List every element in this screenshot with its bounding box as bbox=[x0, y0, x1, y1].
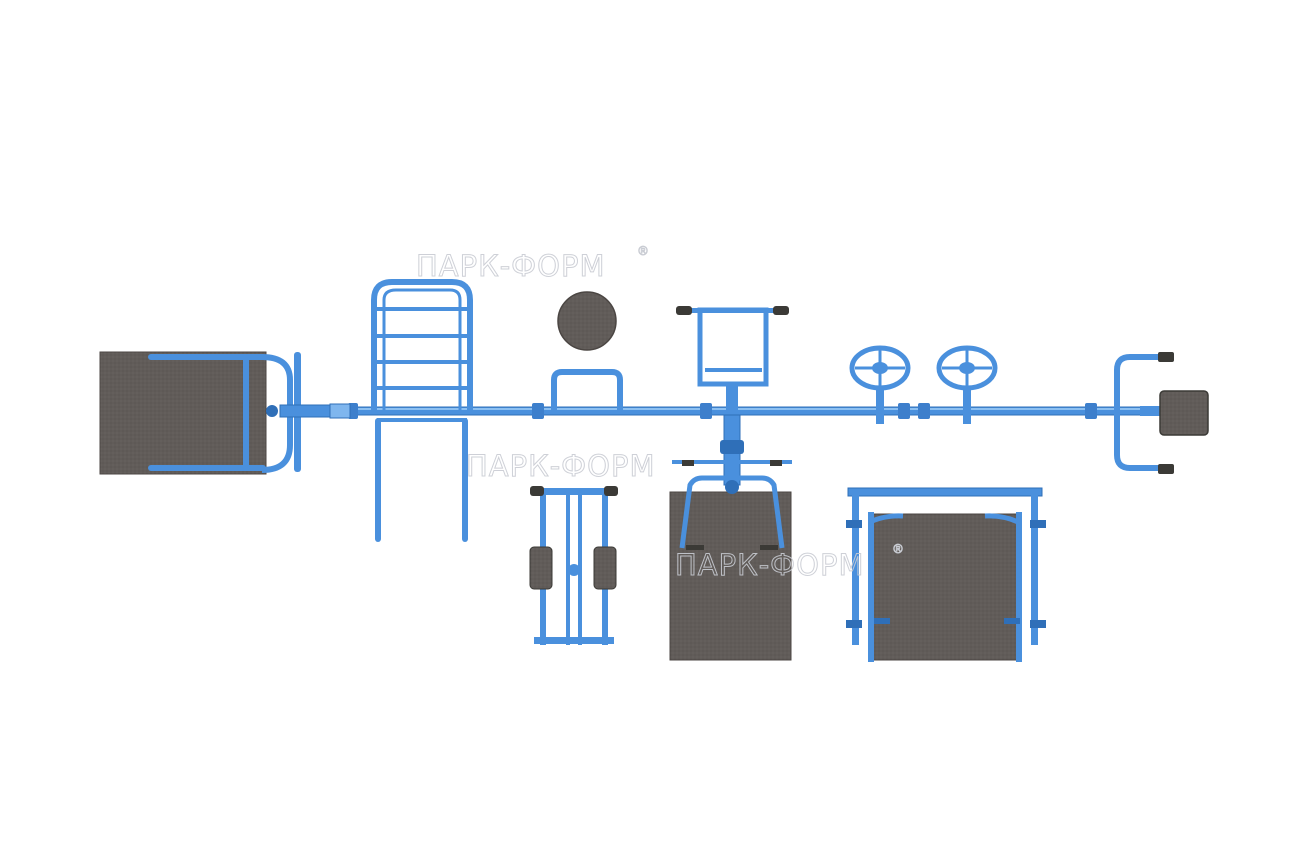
svg-text:ПАРК-ФОРМ: ПАРК-ФОРМ bbox=[466, 449, 656, 483]
rotating-wheel-2 bbox=[936, 345, 998, 424]
press-station-bottom bbox=[669, 414, 792, 661]
watermark-1: ПАРК-ФОРМ ® bbox=[416, 244, 650, 284]
framed-platform bbox=[846, 487, 1046, 662]
press-station-top bbox=[676, 306, 789, 412]
watermark-3: ПАРК-ФОРМ ® bbox=[675, 542, 905, 583]
svg-text:ПАРК-ФОРМ: ПАРК-ФОРМ bbox=[416, 249, 606, 283]
svg-text:®: ® bbox=[637, 244, 649, 258]
right-end-station bbox=[1114, 352, 1209, 474]
svg-text:®: ® bbox=[892, 542, 904, 556]
arched-ladder bbox=[371, 279, 473, 542]
left-bench bbox=[99, 351, 351, 475]
rotating-wheel-1 bbox=[849, 345, 911, 424]
watermark-2: ПАРК-ФОРМ bbox=[466, 449, 656, 484]
small-u-handle bbox=[551, 369, 623, 410]
double-seat-frame bbox=[529, 486, 618, 645]
svg-text:ПАРК-ФОРМ: ПАРК-ФОРМ bbox=[675, 548, 865, 582]
main-beam bbox=[299, 403, 1146, 419]
round-pad bbox=[557, 291, 617, 351]
